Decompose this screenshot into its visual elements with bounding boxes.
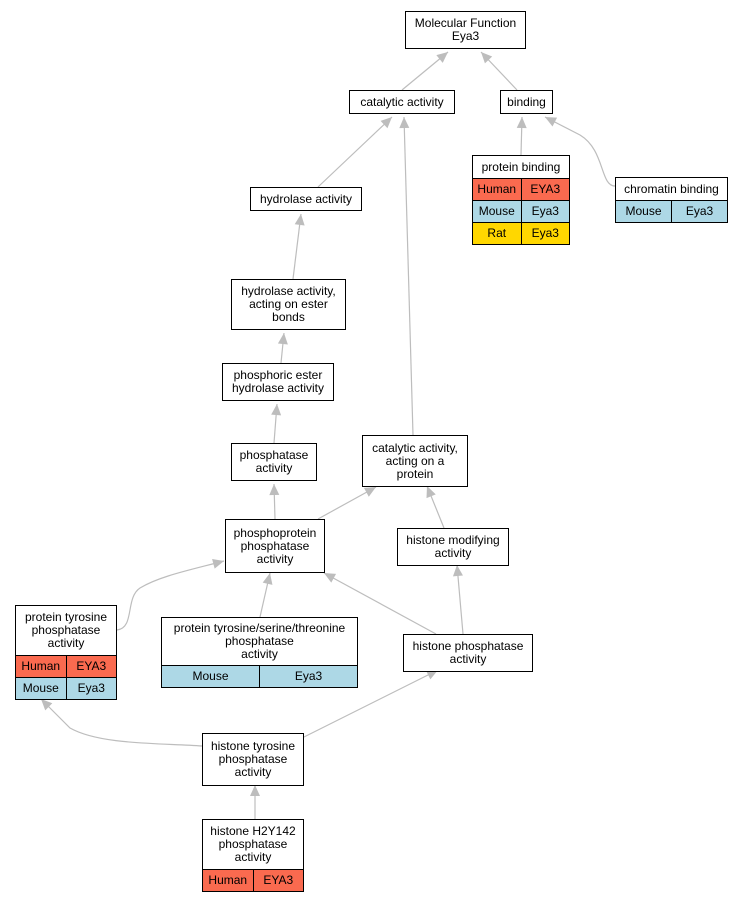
species-cell: Mouse [473, 201, 521, 222]
arrowhead [294, 214, 305, 226]
go-term-node-catalytic-activity[interactable]: catalytic activity [349, 90, 455, 114]
go-term-node-catalytic-on-protein[interactable]: catalytic activity, acting on a protein [362, 435, 468, 487]
go-term-label: histone phosphatase activity [412, 639, 524, 666]
arrowhead [271, 404, 282, 416]
arrowhead [399, 117, 410, 129]
arrowhead [324, 573, 337, 583]
arrowhead [363, 487, 376, 497]
gene-cell[interactable]: Eya3 [520, 223, 569, 244]
species-cell: Human [473, 179, 521, 200]
go-term-label: histone tyrosine phosphatase activity [210, 739, 296, 779]
go-term-label: hydrolase activity [259, 191, 353, 206]
go-term-label: phosphatase activity [239, 448, 309, 475]
species-cell: Mouse [16, 678, 66, 699]
edge-phosphoprotein-phosphatase-to-catalytic-on-protein [317, 486, 377, 520]
go-term-node-histone-modifying[interactable]: histone modifying activity [397, 528, 509, 566]
gene-cell[interactable]: EYA3 [252, 870, 303, 891]
edge-histone-phosphatase-to-histone-modifying [456, 564, 464, 635]
go-term-node-molecular-function[interactable]: Molecular Function Eya3 [405, 11, 526, 49]
species-cell: Human [203, 870, 253, 891]
gene-cell[interactable]: Eya3 [65, 678, 116, 699]
arrowhead [41, 699, 53, 711]
edge-histone-tyrosine-phosphatase-to-histone-phosphatase [303, 669, 439, 738]
gene-cell[interactable]: EYA3 [520, 179, 569, 200]
gene-cell[interactable]: EYA3 [65, 656, 116, 677]
go-term-node-histone-phosphatase[interactable]: histone phosphatase activity [403, 634, 533, 672]
edge-histone-phosphatase-to-phosphoprotein-phosphatase [323, 572, 437, 635]
go-term-label: phosphoric ester hydrolase activity [231, 368, 325, 395]
species-cell: Rat [473, 223, 521, 244]
arrowhead [277, 333, 288, 345]
go-term-label: protein binding [481, 159, 561, 174]
arrowhead [481, 52, 493, 64]
arrowhead [250, 785, 260, 796]
arrowhead [545, 117, 558, 127]
arrowhead [212, 558, 224, 569]
species-cell: Mouse [616, 201, 671, 222]
edge-protein-tyrosine-phosphatase-to-phosphoprotein-phosphatase [116, 560, 225, 631]
go-term-label: Molecular Function Eya3 [414, 16, 517, 43]
arrowhead [452, 565, 463, 577]
go-term-label: chromatin binding [624, 181, 719, 196]
go-term-node-hydrolase-activity[interactable]: hydrolase activity [250, 187, 362, 211]
arrowhead [516, 117, 527, 129]
gene-cell[interactable]: Eya3 [671, 201, 727, 222]
arrowhead [262, 573, 273, 585]
go-term-label: phosphoprotein phosphatase activity [233, 525, 317, 566]
gene-cell[interactable]: Eya3 [520, 201, 569, 222]
go-term-label: protein tyrosine/serine/threonine phosph… [173, 621, 346, 661]
go-term-label: protein tyrosine phosphatase activity [24, 610, 108, 650]
go-term-label: catalytic activity, acting on a protein [372, 440, 458, 481]
arrowhead [425, 670, 438, 680]
go-term-label: histone H2Y142 phosphatase activity [210, 824, 296, 864]
arrowhead [269, 484, 280, 496]
arrowhead [380, 117, 392, 129]
species-cell: Human [16, 656, 66, 677]
go-term-node-phosphatase-activity[interactable]: phosphatase activity [231, 443, 317, 481]
go-term-node-phosphoprotein-phosphatase[interactable]: phosphoprotein phosphatase activity [225, 519, 325, 573]
go-term-node-ptyr-ser-thr[interactable]: protein tyrosine/serine/threonine phosph… [161, 617, 358, 688]
go-term-label: catalytic activity [360, 94, 444, 109]
go-term-label: histone modifying activity [406, 533, 500, 560]
go-term-node-binding[interactable]: binding [500, 90, 553, 114]
edge-hydrolase-activity-to-catalytic-activity [317, 116, 393, 188]
go-term-label: hydrolase activity, acting on ester bond… [241, 284, 336, 324]
go-term-node-phosphoric-ester[interactable]: phosphoric ester hydrolase activity [222, 363, 334, 401]
go-term-node-histone-tyrosine-phosphatase[interactable]: histone tyrosine phosphatase activity [202, 733, 304, 786]
edge-catalytic-on-protein-to-catalytic-activity [403, 116, 414, 436]
arrowhead [436, 52, 448, 63]
gene-cell[interactable]: Eya3 [259, 666, 357, 687]
edge-histone-tyrosine-phosphatase-to-protein-tyrosine-phosphatase [40, 698, 203, 747]
edge-chromatin-binding-to-binding [544, 116, 616, 187]
arrowhead [426, 486, 436, 499]
species-cell: Mouse [162, 666, 259, 687]
go-term-label: binding [507, 94, 546, 109]
go-term-node-hydrolase-ester[interactable]: hydrolase activity, acting on ester bond… [231, 279, 346, 330]
